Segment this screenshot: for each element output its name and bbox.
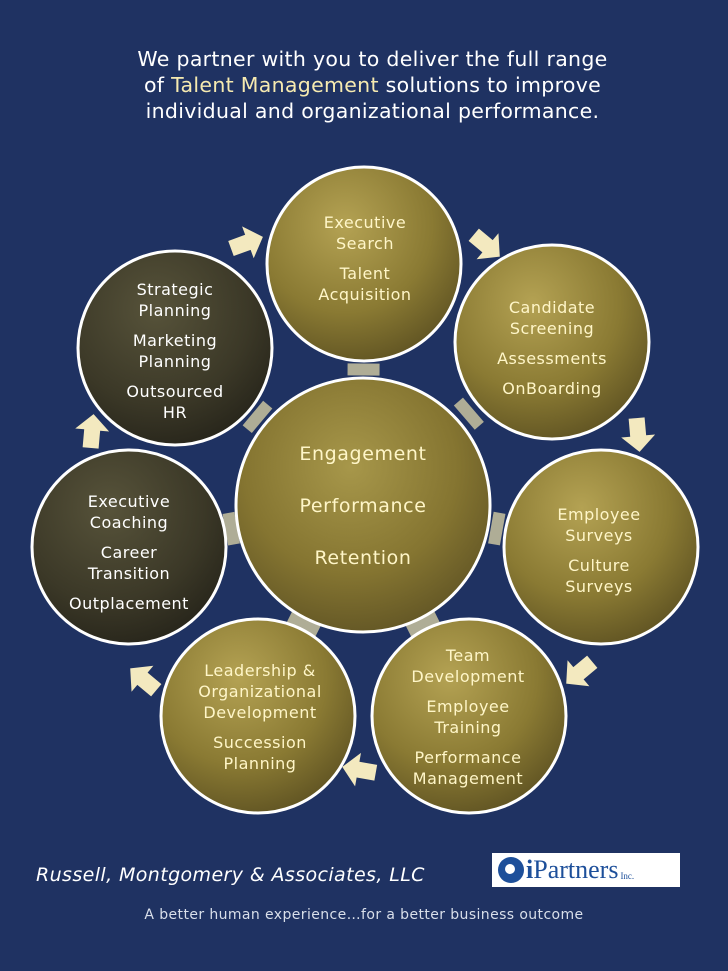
node-strategic-planning-circle [76,249,274,447]
logo-text: Partners [533,855,619,884]
cycle-arrow-icon-3 [621,417,656,452]
cycle-arrow-icon-6 [130,665,162,697]
intro-line-2: of Talent Management solutions to improv… [100,72,645,98]
cycle-arrow-icon-5 [342,752,378,787]
center-item: Engagement [299,443,427,465]
logo-i: i [526,855,534,884]
circles [30,165,700,815]
node-employee-surveys-circle [502,448,700,646]
node-candidate-screening-circle [453,243,651,441]
cycle-arrow-icon-7 [75,414,110,449]
node-executive-search-circle [265,165,463,363]
node-team-development-circle [370,617,568,815]
center-item: Performance [299,495,427,517]
cycle-arrow-icon-1 [228,226,263,259]
node-item: Outplacement [69,594,189,613]
center-circle [234,376,492,634]
intro-highlight: Talent Management [171,73,379,97]
logo-mark-icon [498,857,524,883]
logo-inc: Inc. [620,871,635,881]
intro-line-2-pre: of [143,73,172,97]
node-leadership-circle [159,617,357,815]
intro-line-1: We partner with you to deliver the full … [137,47,608,71]
connectors [222,363,506,637]
company-name: Russell, Montgomery & Associates, LLC [36,864,425,886]
arrows [75,226,656,787]
cycle-arrow-icon-4 [566,655,598,687]
intro-line-2-post: solutions to improve [378,73,602,97]
intro-text: We partner with you to deliver the full … [100,46,645,124]
cycle-arrow-icon-2 [468,228,500,260]
connector-1 [453,397,484,430]
node-executive-coaching-circle [30,448,228,646]
node-item: Assessments [497,349,607,368]
connector-4 [286,611,321,637]
connector-3 [405,611,440,637]
connector-6 [242,400,273,434]
center-item: Retention [314,547,412,569]
connector-2 [488,511,506,546]
tagline: A better human experience…for a better b… [144,907,584,923]
intro-line-3: individual and organizational performanc… [145,99,600,123]
connector-0 [347,363,380,376]
node-item: OnBoarding [502,379,602,398]
partners-logo: i Partners Inc. [492,853,680,887]
